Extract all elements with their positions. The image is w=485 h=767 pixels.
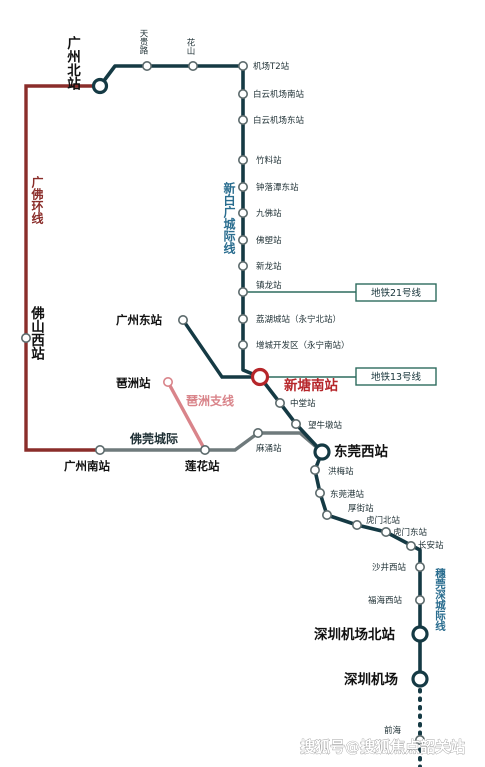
label-guangzhou-north: 广州北站 (64, 35, 82, 92)
label-humen-north: 虎门北站 (366, 515, 401, 526)
label-lianhua: 莲花站 (185, 459, 220, 473)
label-tiangui-road: 天贵路 (138, 29, 148, 55)
label-baiyun-airport-east: 白云机场东站 (253, 115, 305, 126)
label-fuhai-west: 福海西站 (368, 595, 403, 606)
label-houjie: 厚街站 (348, 503, 374, 514)
label-xinlong: 新龙站 (256, 261, 282, 272)
station-guangzhou-south (95, 444, 106, 455)
label-line-xinbai: 新白广城际线 (222, 181, 236, 255)
metro-13-label: 地铁13号线 (371, 371, 422, 383)
station-dongguan-port-north (314, 487, 325, 498)
station-lianhua (200, 444, 211, 455)
label-line-guangfo-loop: 广佛环线 (30, 175, 44, 225)
label-xintang-south: 新塘南站 (284, 377, 338, 394)
station-airport-t2 (238, 60, 249, 71)
line-foguan (100, 431, 324, 454)
label-huashan: 花山 (185, 37, 195, 56)
label-guangzhou-east: 广州东站 (116, 313, 162, 327)
label-zengcheng-dev: 增城开发区（永宁南站） (256, 340, 350, 351)
metro-21-label: 地铁21号线 (371, 287, 422, 299)
label-foshan-west: 佛山西站 (28, 305, 46, 362)
label-guangzhou-south: 广州南站 (64, 459, 110, 473)
line-main (98, 64, 422, 678)
station-fosu (238, 235, 249, 246)
hub-xintang-south (250, 367, 270, 387)
line-guangzhou-east-link (181, 319, 260, 379)
label-zhuliao: 竹料站 (256, 155, 282, 166)
label-line-pazhou-branch: 琶洲支线 (186, 393, 234, 408)
station-zengcheng-dev (238, 339, 249, 350)
label-fosu: 佛塑站 (256, 235, 282, 246)
label-wangniudun: 望牛墩站 (308, 420, 343, 431)
station-humen-north (351, 519, 362, 530)
hub-shenzhen-airport (411, 670, 429, 688)
label-chang-an: 长安站 (418, 540, 444, 551)
label-zhenlong: 镇龙站 (256, 280, 282, 291)
station-fuhai-west (414, 594, 425, 605)
station-guangzhou-east (178, 314, 189, 325)
label-shajing-west: 沙井西站 (372, 562, 407, 573)
station-xinlong (238, 260, 249, 271)
station-houjie (321, 509, 332, 520)
station-baiyun-airport-east (238, 115, 249, 126)
hub-dongguan-west (313, 443, 331, 461)
station-machong (253, 427, 264, 438)
label-airport-t2: 机场T2站 (253, 61, 290, 72)
station-pazhou (163, 376, 174, 387)
line-pazhou-branch (166, 381, 207, 451)
label-jiufo: 九佛站 (256, 208, 282, 219)
station-tiangui-road (142, 60, 153, 71)
station-zhongluotan-east (238, 182, 249, 193)
hub-guangzhou-north (91, 77, 109, 95)
label-baiyun-airport-south: 白云机场南站 (253, 89, 305, 100)
line-guangfo-loop (24, 84, 100, 452)
station-shajing-west (414, 561, 425, 572)
station-wangniudun (290, 418, 301, 429)
label-line-suiguan-shen: 穗莞深城际线 (434, 567, 446, 632)
station-qianhai (414, 734, 425, 745)
label-qianhai: 前海 (384, 725, 402, 736)
station-hongmei (309, 464, 320, 475)
label-dongguan-port-north: 东莞港站 (330, 489, 365, 500)
label-shenzhen-airport-north: 深圳机场北站 (314, 626, 395, 643)
watermark: 搜狐号@搜狐焦点韶关站 (300, 738, 465, 756)
metro-13-box (355, 367, 437, 386)
station-lihu-city (238, 313, 249, 324)
hub-shenzhen-airport-north (411, 625, 429, 643)
label-pazhou: 琶洲站 (116, 376, 151, 390)
label-shenzhen-airport: 深圳机场 (344, 671, 398, 688)
station-jiufo (238, 208, 249, 219)
station-huashan (188, 60, 199, 71)
station-zhongtang (274, 397, 285, 408)
station-chang-an (405, 540, 416, 551)
label-machong: 麻涌站 (256, 443, 282, 454)
label-humen-east: 虎门东站 (393, 527, 428, 538)
label-hongmei: 洪梅站 (328, 466, 354, 477)
station-zhuliao (238, 155, 249, 166)
label-line-foguan: 佛莞城际 (129, 431, 178, 446)
station-zhenlong (238, 286, 249, 297)
label-zhongluotan-east: 钟落潭东站 (256, 182, 299, 193)
metro-21-box (355, 283, 437, 302)
label-zhongtang: 中堂站 (290, 398, 316, 409)
station-markers (20, 60, 425, 745)
station-foshan-west (20, 332, 31, 343)
station-baiyun-airport-south (238, 89, 249, 100)
station-humen-east (380, 526, 391, 537)
label-lihu-city: 荔湖城站（永宁北站） (256, 314, 341, 325)
label-dongguan-west: 东莞西站 (334, 443, 388, 460)
